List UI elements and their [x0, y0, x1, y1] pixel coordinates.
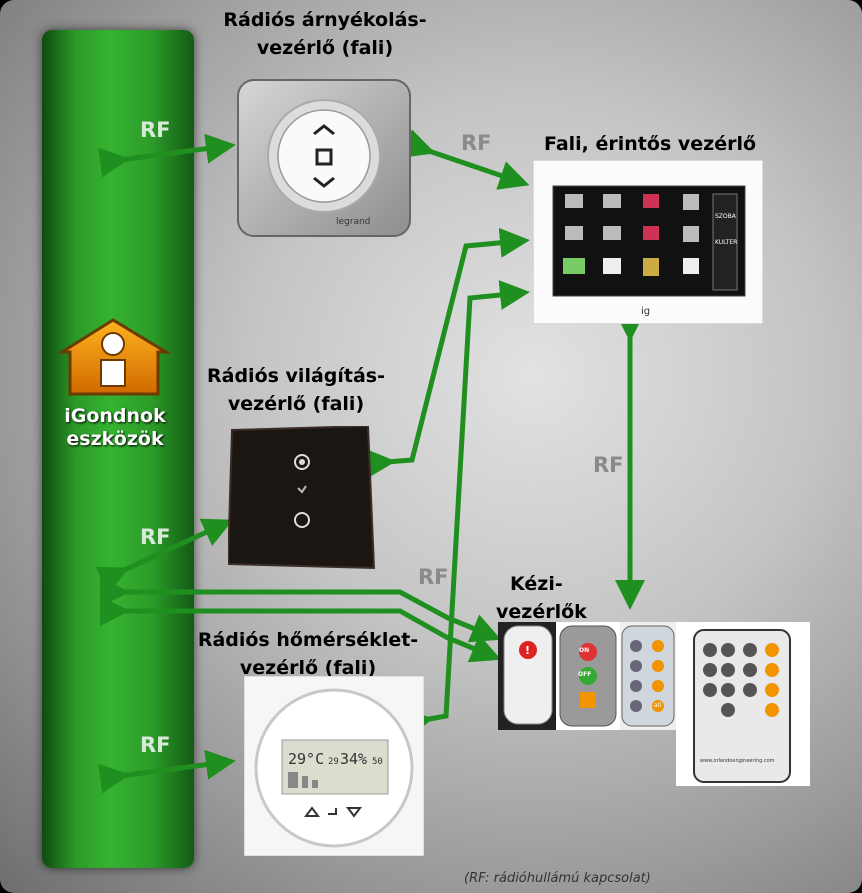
thermostat-title: Rádiós hőmérséklet- vezérlő (fali) [197, 629, 419, 679]
ig-logo: ig [641, 306, 650, 317]
remote-on-button[interactable]: ON [579, 647, 590, 654]
igondnok-label: iGondnok eszközök [64, 405, 166, 450]
touch-controller-title: Fali, érintős vezérlő [543, 133, 757, 155]
shade-controller-device[interactable]: legrand [236, 78, 412, 238]
svg-text:!: ! [525, 644, 530, 657]
rf-label-thermo: RF [140, 733, 171, 757]
outdoor-label: KULTER [715, 239, 737, 246]
thermo-humidity: 34% [340, 750, 367, 768]
thermo-hum-set: 50 [372, 757, 383, 767]
room-label: SZOBA [715, 213, 737, 220]
remote-controllers-group: ! [498, 622, 810, 786]
rf-label-light: RF [140, 525, 171, 549]
thermo-temp: 29°C [288, 750, 324, 768]
rf-link-light-touch [364, 227, 530, 479]
legrand-logo: legrand [336, 217, 370, 227]
remote-url: www.orlandoengineering.com [700, 758, 775, 764]
rf-label-shade: RF [140, 118, 171, 142]
remote-all-button[interactable]: all [654, 702, 662, 709]
rf-label-touch-remote: RF [593, 453, 624, 477]
rf-label-shade-touch: RF [461, 131, 492, 155]
shade-controller-title: Rádiós árnyékolás- vezérlő (fali) [223, 9, 427, 59]
light-controller-title: Rádiós világítás- vezérlő (fali) [207, 365, 385, 415]
remote-controllers-title: Kézi- vezérlők [496, 573, 587, 623]
remote-controllers-art: ! [498, 622, 810, 786]
remote-off-button[interactable]: OFF [578, 671, 592, 678]
rf-label-light-remote: RF [418, 565, 449, 589]
touch-panel-device[interactable]: SZOBA KULTER ig [533, 160, 763, 324]
footnote: (RF: rádióhullámú kapcsolat) [464, 871, 651, 886]
light-controller-device[interactable] [228, 426, 376, 572]
thermo-set: 29 [328, 757, 339, 767]
thermostat-device[interactable]: 29°C 29 34% 50 [244, 676, 424, 856]
